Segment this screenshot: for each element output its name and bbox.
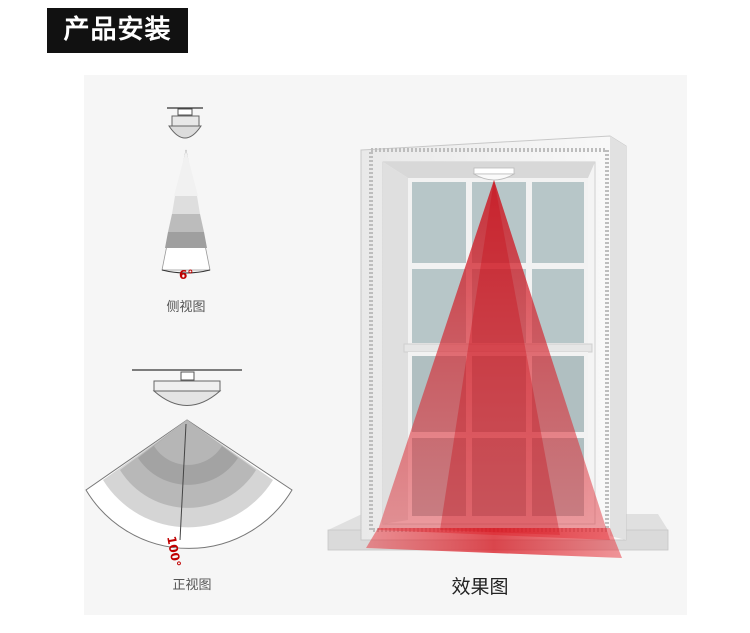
side-view-angle-label: 6° bbox=[179, 268, 194, 282]
section-title: 产品安装 bbox=[47, 8, 188, 53]
effect-view-caption: 效果图 bbox=[451, 576, 509, 598]
front-view-diagram bbox=[85, 369, 293, 549]
detection-beam bbox=[378, 180, 610, 540]
side-view-diagram bbox=[161, 107, 211, 274]
door-frame-illustration bbox=[327, 135, 669, 558]
side-view-caption: 侧视图 bbox=[166, 300, 206, 315]
front-view-caption: 正视图 bbox=[172, 578, 212, 593]
